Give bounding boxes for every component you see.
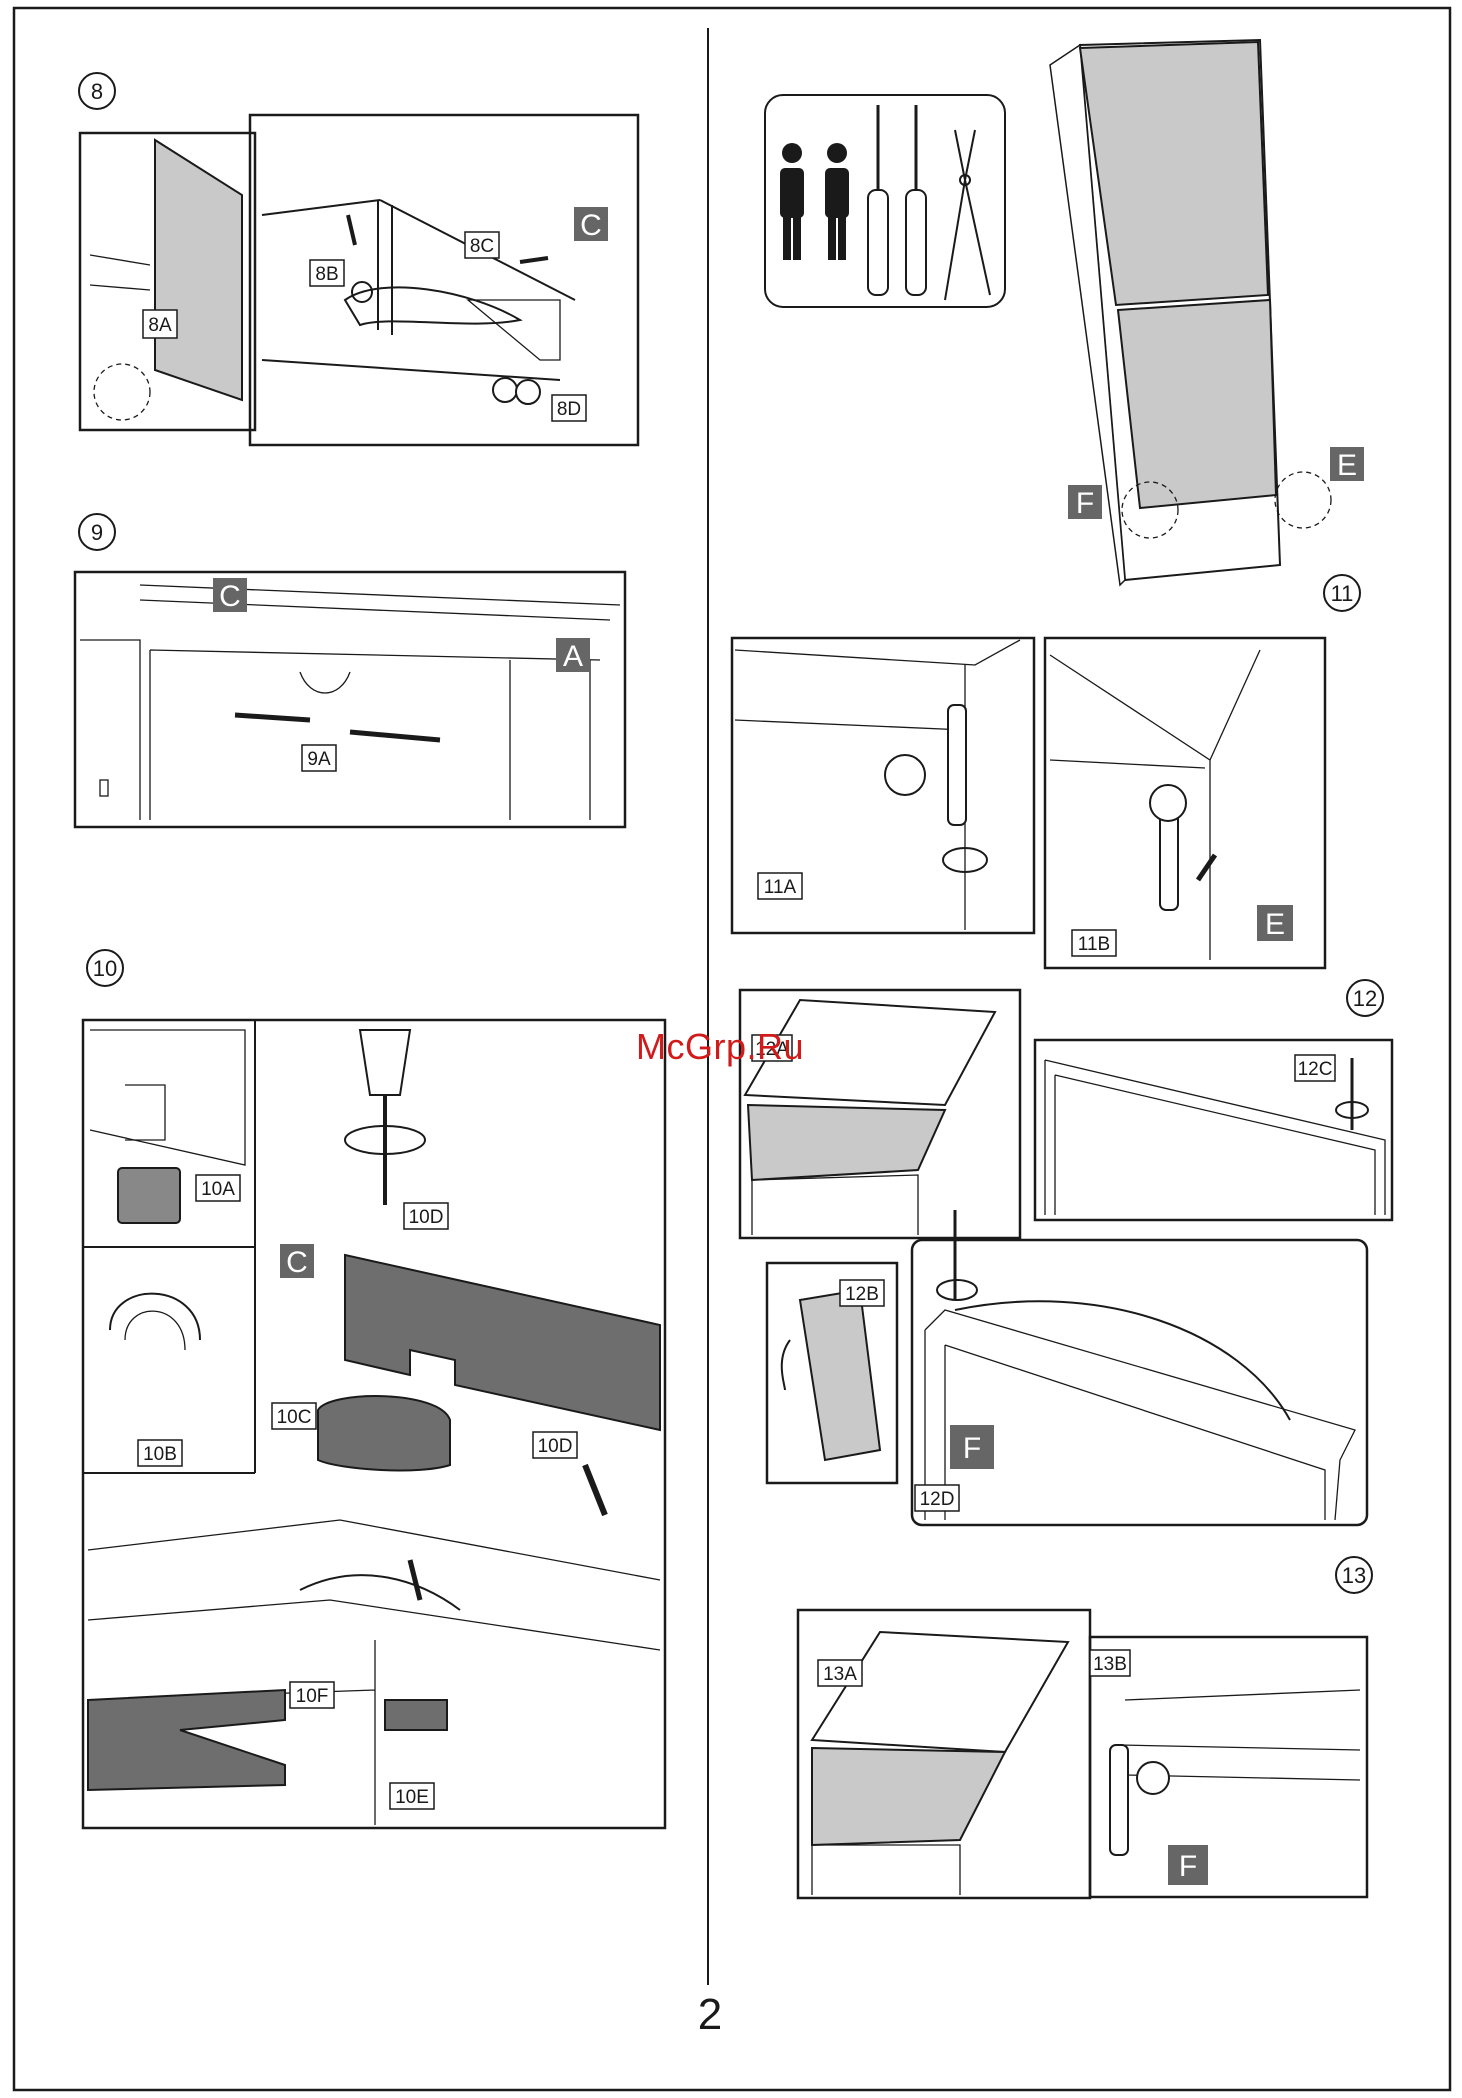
step-10: 10 10A 10B 10D C 10C 10D (83, 950, 665, 1828)
person-icon (825, 143, 849, 260)
svg-text:12D: 12D (920, 1489, 955, 1510)
svg-text:A: A (563, 640, 583, 673)
step-8: 8 8A 8C 8B 8D C (79, 73, 638, 445)
step-number: 10 (93, 956, 117, 981)
step-13: 13 13A 13B F (798, 1557, 1372, 1898)
svg-text:12B: 12B (845, 1284, 879, 1305)
svg-text:C: C (219, 580, 241, 613)
flathead-screwdriver-icon (868, 105, 888, 295)
svg-text:13A: 13A (823, 1664, 857, 1685)
svg-text:F: F (1076, 487, 1094, 520)
svg-text:E: E (1337, 449, 1357, 482)
watermark-text: McGrp.Ru (636, 1026, 804, 1068)
step-12: 12 12A 12C 12B F 12D (740, 980, 1392, 1525)
svg-text:8B: 8B (315, 264, 338, 285)
svg-text:F: F (1179, 1850, 1197, 1883)
step-number: 12 (1353, 986, 1377, 1011)
step-number: 13 (1342, 1563, 1366, 1588)
phillips-screwdriver-icon (906, 105, 926, 295)
svg-text:10E: 10E (395, 1787, 429, 1808)
svg-text:12C: 12C (1298, 1059, 1333, 1080)
svg-text:F: F (963, 1432, 981, 1465)
svg-text:E: E (1265, 908, 1285, 941)
step-9: 9 C A 9A (75, 514, 625, 827)
svg-text:13B: 13B (1093, 1654, 1127, 1675)
svg-text:10C: 10C (277, 1407, 312, 1428)
svg-text:10D: 10D (538, 1436, 573, 1457)
svg-text:10D: 10D (409, 1207, 444, 1228)
svg-text:C: C (580, 209, 602, 242)
svg-text:9A: 9A (307, 749, 331, 770)
svg-text:8C: 8C (470, 236, 494, 257)
step-number: 8 (91, 79, 103, 104)
svg-text:11A: 11A (764, 877, 797, 898)
svg-text:8A: 8A (148, 315, 172, 336)
step-number: 11 (1331, 581, 1354, 606)
tools-panel (765, 95, 1005, 307)
svg-text:8D: 8D (557, 399, 581, 420)
pliers-icon (945, 130, 990, 300)
svg-text:C: C (286, 1246, 308, 1279)
svg-text:10B: 10B (143, 1444, 177, 1465)
svg-text:10F: 10F (296, 1686, 329, 1707)
step-number: 9 (91, 520, 103, 545)
svg-text:10A: 10A (201, 1179, 235, 1200)
svg-text:11B: 11B (1078, 934, 1110, 955)
person-icon (780, 143, 804, 260)
page-number: 2 (680, 1990, 740, 2040)
